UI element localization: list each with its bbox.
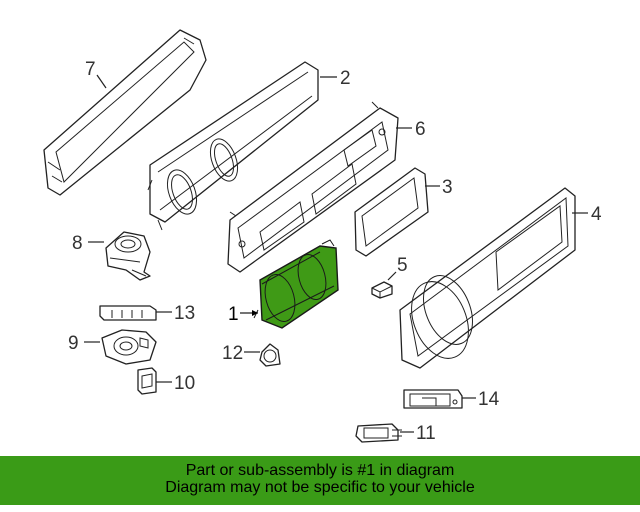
callout-14[interactable]: 14 [478,389,500,410]
callout-3[interactable]: 3 [442,177,453,198]
banner-line-2: Diagram may not be specific to your vehi… [165,479,475,496]
part-10-switch[interactable] [137,367,157,395]
part-7-rail[interactable] [43,29,207,196]
part-12-grommet[interactable] [259,343,281,367]
callout-8[interactable]: 8 [72,233,83,254]
callout-7[interactable]: 7 [85,59,96,80]
callout-12[interactable]: 12 [222,343,243,364]
parts-diagram: 7 2 6 3 4 [43,29,602,444]
leader-7 [96,74,107,89]
part-4-lens[interactable] [399,187,576,369]
part-6-frame[interactable] [227,101,399,273]
callout-10[interactable]: 10 [174,373,195,394]
leader-5 [387,271,397,281]
leader-1-arrow [252,310,258,316]
callout-4[interactable]: 4 [591,204,602,225]
part-2-cover[interactable] [147,61,319,231]
disclaimer-banner: Part or sub-assembly is #1 in diagram Di… [0,456,640,505]
banner-line-1: Part or sub-assembly is #1 in diagram [185,462,455,479]
callout-2[interactable]: 2 [340,68,351,89]
part-14-module[interactable] [403,389,463,409]
part-3-display[interactable] [354,167,429,257]
part-11-connector[interactable] [355,423,402,443]
callout-5[interactable]: 5 [397,255,408,276]
part-9-headlamp-switch[interactable] [101,329,157,365]
part-5-cap[interactable] [371,281,393,299]
callout-11[interactable]: 11 [416,423,436,444]
callout-13[interactable]: 13 [174,303,195,324]
callout-6[interactable]: 6 [415,119,426,140]
part-13-switch[interactable] [99,305,157,321]
part-8-bracket[interactable] [105,231,151,281]
callout-9[interactable]: 9 [68,333,79,354]
callout-1[interactable]: 1 [228,304,239,325]
